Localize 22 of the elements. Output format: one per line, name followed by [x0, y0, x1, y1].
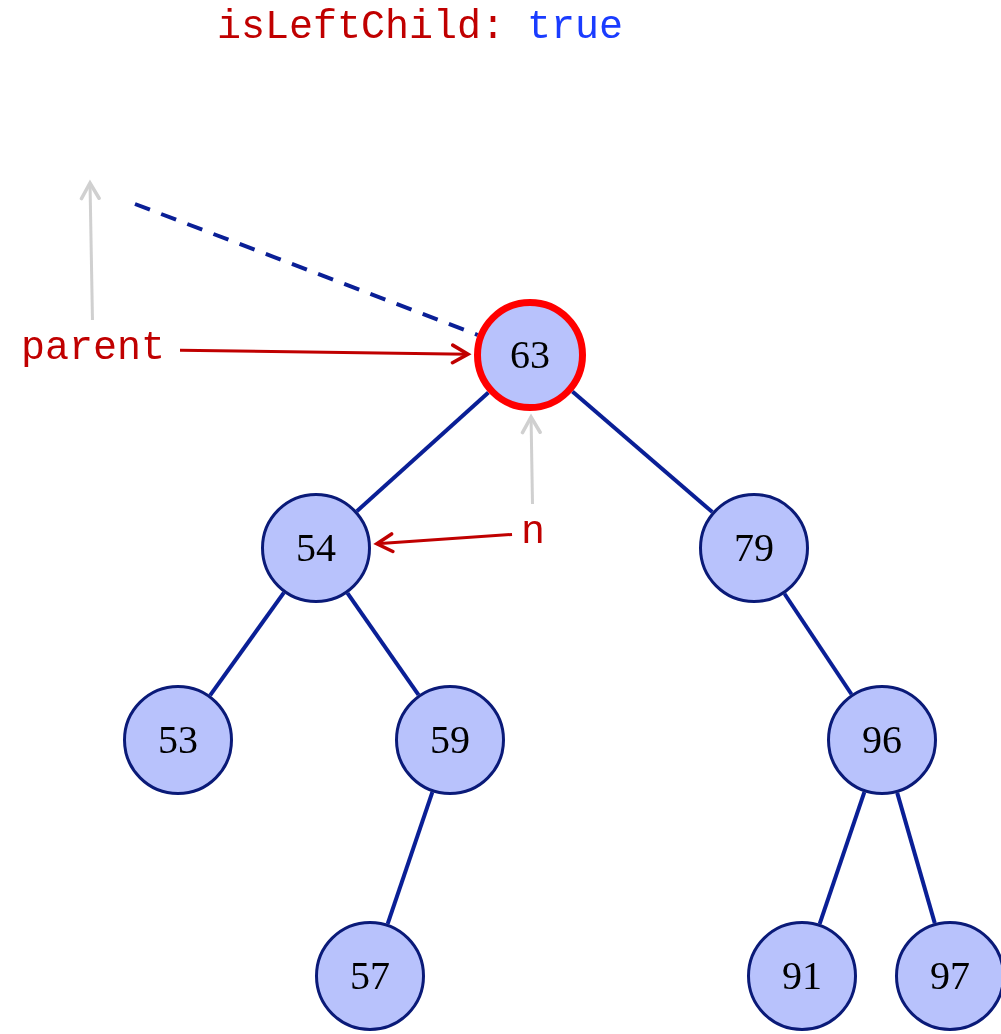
pointer-label: parent: [12, 326, 174, 372]
boolean-value: true: [527, 8, 624, 48]
variable-name: isLeftChild:: [217, 8, 506, 48]
tree-edge: [355, 391, 490, 513]
tree-edge: [571, 390, 714, 514]
tree-node: 79: [699, 493, 809, 603]
arrow: [79, 181, 101, 321]
tree-edge: [782, 592, 854, 696]
tree-node: 63: [474, 299, 586, 411]
arrow: [375, 532, 513, 554]
tree-node: 59: [395, 685, 505, 795]
tree-node: 96: [827, 685, 937, 795]
tree-node: 54: [261, 493, 371, 603]
tree-edge: [345, 591, 421, 697]
arrow: [179, 343, 470, 365]
pointer-label: n: [518, 510, 548, 556]
tree-node: 97: [895, 921, 1001, 1031]
arrow: [520, 415, 542, 505]
tree-node: 91: [747, 921, 857, 1031]
tree-edge: [208, 591, 286, 697]
tree-node: 57: [315, 921, 425, 1031]
tree-node: 53: [123, 685, 233, 795]
